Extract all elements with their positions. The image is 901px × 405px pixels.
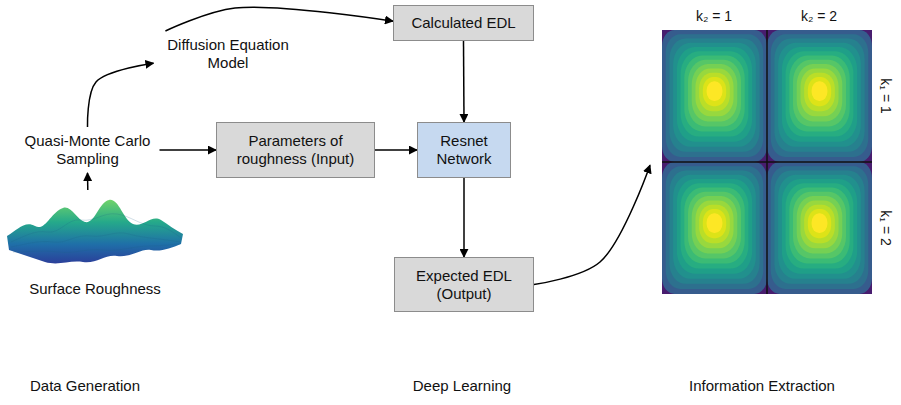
contour-band [808,209,831,238]
contour-band [767,30,872,162]
contour-band [681,183,749,268]
contour-band [699,205,730,244]
model-text: Diffusion Equation Model [154,31,303,77]
surface-mesh [7,200,183,264]
heatmap-cell [767,30,872,162]
heatmap-grid [662,30,872,294]
contour-band [662,30,767,162]
contour-band [782,179,857,274]
node-text: Resnet Network [424,132,504,168]
section-label: Data Generation [30,377,140,394]
contour-band [666,166,764,289]
contour-band [782,47,857,142]
contour-band [771,34,869,157]
contour-band [684,56,744,132]
contour-band [771,166,869,289]
heatmap-cell [767,162,872,294]
contour-band [774,171,864,284]
contour-band [797,64,843,121]
contour-band [800,68,838,116]
contour-band [677,47,752,142]
contour-band [669,171,759,284]
heatmap-cell [662,30,767,162]
flow-arrow [160,149,217,151]
flow-arrow [375,149,417,151]
contour-band [789,188,849,264]
section-label: Information Extraction [689,377,835,394]
contour-band [793,192,846,259]
contour-band [681,51,749,136]
node-text: Surface Roughness [29,280,161,298]
contour-band [786,51,854,136]
process-text: Quasi-Monte Carlo Sampling [16,127,160,173]
contour-band [786,183,854,268]
contour-band [812,81,828,101]
node-text: Quasi-Monte Carlo Sampling [23,132,153,168]
section-label: Deep Learning [413,377,511,394]
flow-arrow [463,41,465,122]
contour-band [707,81,723,101]
surface-figure: Surface Roughness [5,190,185,312]
contour-band [797,196,843,253]
mesh-lines [11,214,181,253]
axis-label: k₂ = 2 [801,8,837,25]
contour-band [778,43,861,147]
process-box: Calculated EDL [393,5,534,41]
contour-band [804,73,835,112]
contour-band [695,200,733,248]
contour-band [684,188,744,264]
contour-band [774,39,864,152]
contour-band [692,196,738,253]
contour-band [778,175,861,279]
node-text: Calculated EDL [411,14,515,32]
axis-label: k₁ = 1 [878,78,895,113]
contour-band [703,209,726,238]
grid-divider [662,161,872,163]
flow-arrow [463,178,465,257]
flow-arrow [87,173,89,190]
axis-label: k₁ = 2 [878,210,895,245]
heatmap-panel: k₂ = 1 k₂ = 2 k₁ = 1 k₁ = 2 [650,6,898,298]
flow-arrow [165,7,393,31]
heatmap-cell [662,162,767,294]
contour-band [688,60,741,127]
contour-band [688,192,741,259]
contour-band [804,205,835,244]
axis-label: k₂ = 1 [696,8,732,25]
contour-band [808,77,831,106]
contour-band [695,68,733,116]
network-box: Resnet Network [417,122,511,178]
contour-band [673,43,756,147]
contour-band [666,34,764,157]
contour-band [669,39,759,152]
node-text: Parameters of roughness (Input) [223,132,368,168]
contour-band [812,213,828,233]
contour-band [703,77,726,106]
contour-band [699,73,730,112]
contour-band [793,60,846,127]
contour-band [662,162,767,294]
contour-band [677,179,752,274]
flow-arrow [87,63,153,127]
flow-arrow [534,165,650,284]
surface-illustration [5,190,185,268]
contour-band [767,162,872,294]
output-box: Expected EDL (Output) [394,257,534,312]
contour-band [800,200,838,248]
contour-band [707,213,723,233]
node-text: Diffusion Equation Model [161,36,296,72]
input-box: Parameters of roughness (Input) [216,122,375,178]
node-text: Expected EDL (Output) [404,267,524,303]
contour-band [692,64,738,121]
contour-band [789,56,849,132]
contour-band [673,175,756,279]
